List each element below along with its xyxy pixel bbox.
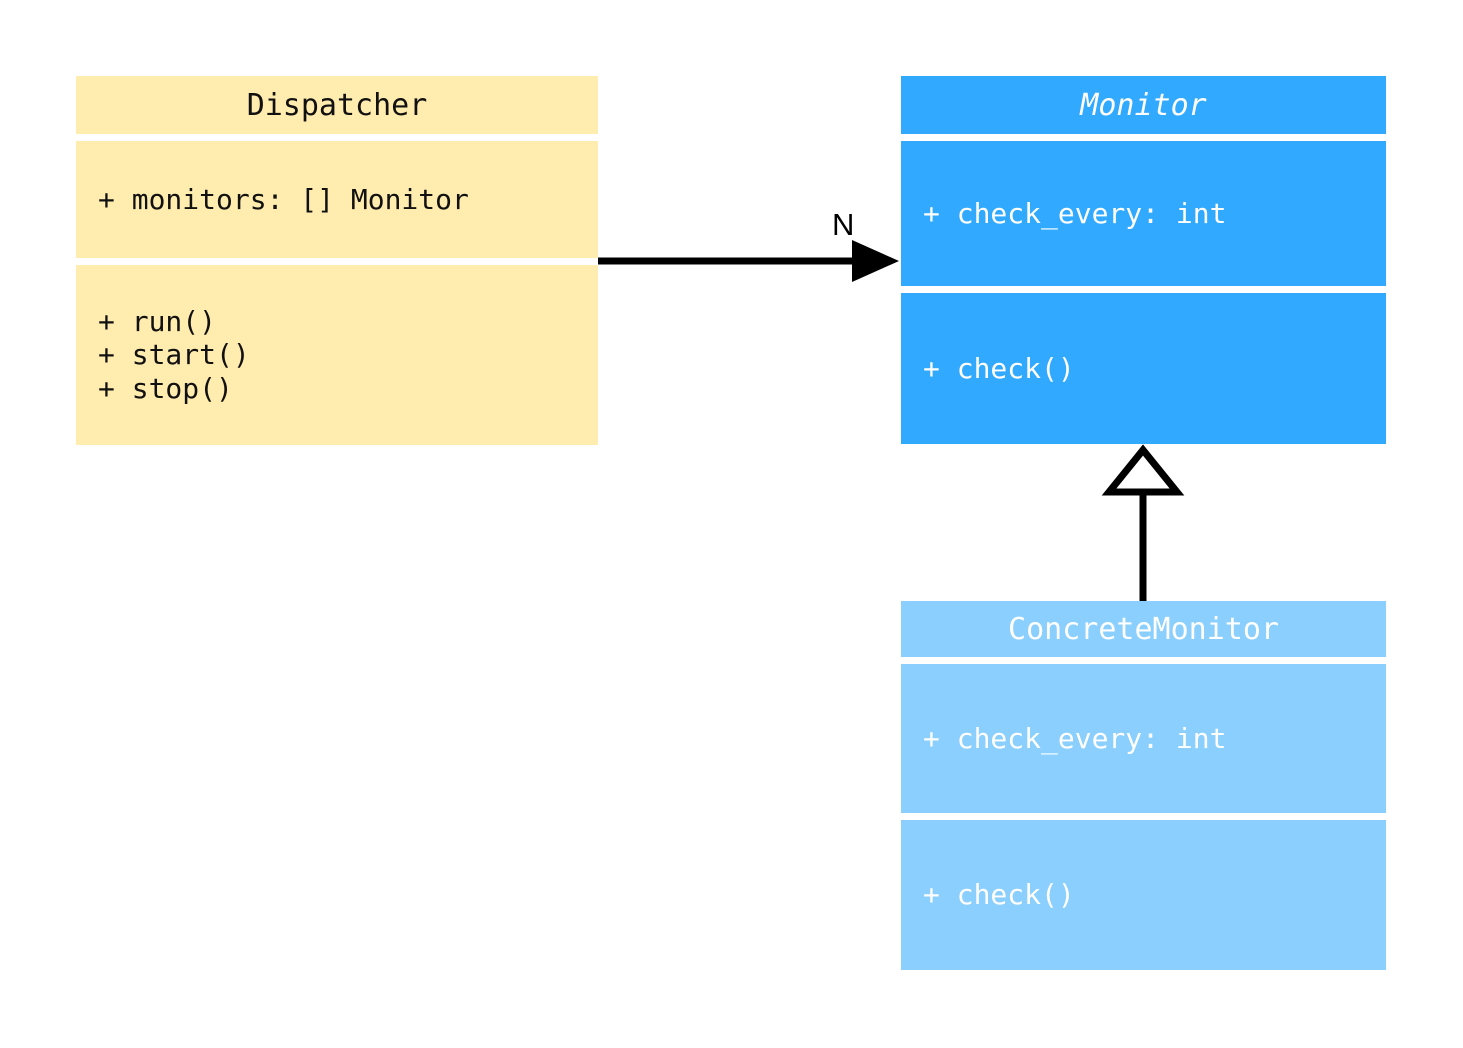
class-header-dispatcher: Dispatcher <box>76 76 598 134</box>
class-attributes-dispatcher: + monitors: [] Monitor <box>76 141 598 258</box>
method-item: + check() <box>923 878 1075 912</box>
class-attributes-monitor: + check_every: int <box>901 141 1386 286</box>
compartment-divider <box>901 134 1386 141</box>
class-header-monitor: Monitor <box>901 76 1386 134</box>
class-box-concrete-monitor[interactable]: ConcreteMonitor + check_every: int + che… <box>901 601 1386 970</box>
association-dispatcher-to-monitor <box>598 240 899 282</box>
class-attributes-concrete-monitor: + check_every: int <box>901 664 1386 813</box>
method-item: + check() <box>923 351 1075 385</box>
class-title-dispatcher: Dispatcher <box>246 87 428 123</box>
compartment-divider <box>76 134 598 141</box>
compartment-divider <box>901 286 1386 293</box>
generalization-concrete-monitor-to-monitor <box>1101 444 1185 601</box>
method-item: + start() <box>98 338 250 372</box>
attribute-item: + check_every: int <box>923 721 1227 755</box>
compartment-divider <box>901 813 1386 820</box>
class-box-dispatcher[interactable]: Dispatcher + monitors: [] Monitor + run(… <box>76 76 598 445</box>
method-item: + stop() <box>98 371 233 405</box>
class-title-concrete-monitor: ConcreteMonitor <box>1008 611 1279 647</box>
class-box-monitor[interactable]: Monitor + check_every: int + check() <box>901 76 1386 444</box>
class-methods-monitor: + check() <box>901 293 1386 444</box>
compartment-divider <box>901 657 1386 664</box>
class-title-monitor: Monitor <box>1080 87 1207 123</box>
method-item: + run() <box>98 305 217 339</box>
association-multiplicity-label: N <box>832 207 855 242</box>
class-methods-concrete-monitor: + check() <box>901 820 1386 970</box>
compartment-divider <box>76 258 598 265</box>
class-methods-dispatcher: + run() + start() + stop() <box>76 265 598 445</box>
generalization-arrowhead-hollow-triangle <box>1101 444 1185 496</box>
attribute-item: + check_every: int <box>923 196 1227 230</box>
association-arrowhead-filled-triangle <box>852 240 899 282</box>
attribute-item: + monitors: [] Monitor <box>98 182 469 216</box>
class-header-concrete-monitor: ConcreteMonitor <box>901 601 1386 657</box>
